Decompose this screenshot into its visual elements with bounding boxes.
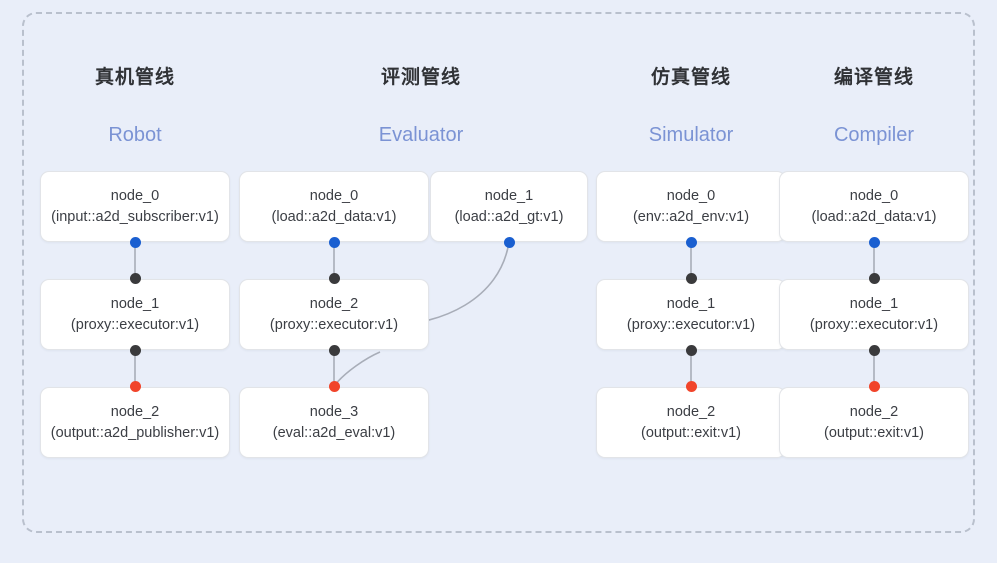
node-robot-0[interactable]: node_0 (input::a2d_subscriber:v1) xyxy=(40,171,230,242)
node-type: (load::a2d_gt:v1) xyxy=(454,208,564,225)
node-type: (output::exit:v1) xyxy=(824,424,924,441)
column-subtitle-evaluator: Evaluator xyxy=(378,124,464,146)
node-evaluator-1[interactable]: node_1 (load::a2d_gt:v1) xyxy=(430,171,588,242)
node-type: (proxy::executor:v1) xyxy=(809,316,939,333)
node-name: node_0 xyxy=(309,187,359,204)
port-input-simulator-node2[interactable] xyxy=(685,380,697,392)
node-type: (proxy::executor:v1) xyxy=(70,316,200,333)
pipeline-column-evaluator: 评测管线 Evaluator xyxy=(326,0,516,563)
node-robot-1[interactable]: node_1 (proxy::executor:v1) xyxy=(40,279,230,350)
node-name: node_2 xyxy=(309,295,359,312)
node-type: (proxy::executor:v1) xyxy=(626,316,756,333)
node-compiler-1[interactable]: node_1 (proxy::executor:v1) xyxy=(779,279,969,350)
port-output-robot-node1[interactable] xyxy=(129,344,141,356)
port-input-evaluator-node3[interactable] xyxy=(328,380,340,392)
port-input-simulator-node1[interactable] xyxy=(685,272,697,284)
node-name: node_1 xyxy=(110,295,160,312)
node-type: (env::a2d_env:v1) xyxy=(632,208,750,225)
port-output-evaluator-node0[interactable] xyxy=(328,236,340,248)
pipeline-column-compiler: 编译管线 Compiler xyxy=(779,0,969,563)
column-subtitle-robot: Robot xyxy=(108,124,162,146)
node-type: (load::a2d_data:v1) xyxy=(811,208,937,225)
node-robot-2[interactable]: node_2 (output::a2d_publisher:v1) xyxy=(40,387,230,458)
column-subtitle-compiler: Compiler xyxy=(833,124,915,146)
port-input-robot-node1[interactable] xyxy=(129,272,141,284)
dashed-container xyxy=(22,12,975,533)
port-output-simulator-node1[interactable] xyxy=(685,344,697,356)
pipeline-column-robot: 真机管线 Robot xyxy=(40,0,230,563)
port-output-simulator-node0[interactable] xyxy=(685,236,697,248)
port-input-compiler-node2[interactable] xyxy=(868,380,880,392)
node-name: node_0 xyxy=(849,187,899,204)
node-name: node_1 xyxy=(666,295,716,312)
node-type: (load::a2d_data:v1) xyxy=(271,208,397,225)
column-title-compiler: 编译管线 xyxy=(833,67,914,88)
port-output-robot-node0[interactable] xyxy=(129,236,141,248)
port-input-evaluator-node2[interactable] xyxy=(328,272,340,284)
node-compiler-0[interactable]: node_0 (load::a2d_data:v1) xyxy=(779,171,969,242)
node-simulator-1[interactable]: node_1 (proxy::executor:v1) xyxy=(596,279,786,350)
port-input-compiler-node1[interactable] xyxy=(868,272,880,284)
node-compiler-2[interactable]: node_2 (output::exit:v1) xyxy=(779,387,969,458)
node-evaluator-0[interactable]: node_0 (load::a2d_data:v1) xyxy=(239,171,429,242)
node-type: (input::a2d_subscriber:v1) xyxy=(51,208,219,225)
node-name: node_2 xyxy=(110,403,160,420)
port-output-evaluator-node2[interactable] xyxy=(328,344,340,356)
node-name: node_3 xyxy=(309,403,359,420)
node-name: node_2 xyxy=(849,403,899,420)
node-type: (output::a2d_publisher:v1) xyxy=(50,424,220,441)
node-name: node_0 xyxy=(110,187,160,204)
node-simulator-0[interactable]: node_0 (env::a2d_env:v1) xyxy=(596,171,786,242)
pipeline-column-simulator: 仿真管线 Simulator xyxy=(596,0,786,563)
column-title-simulator: 仿真管线 xyxy=(650,67,731,88)
port-output-compiler-node1[interactable] xyxy=(868,344,880,356)
node-type: (proxy::executor:v1) xyxy=(269,316,399,333)
node-name: node_1 xyxy=(484,187,534,204)
port-output-compiler-node0[interactable] xyxy=(868,236,880,248)
port-output-evaluator-node1[interactable] xyxy=(503,236,515,248)
column-title-robot: 真机管线 xyxy=(94,67,175,88)
node-name: node_1 xyxy=(849,295,899,312)
node-simulator-2[interactable]: node_2 (output::exit:v1) xyxy=(596,387,786,458)
column-title-evaluator: 评测管线 xyxy=(380,67,461,88)
column-subtitle-simulator: Simulator xyxy=(648,124,734,146)
node-evaluator-3[interactable]: node_3 (eval::a2d_eval:v1) xyxy=(239,387,429,458)
node-type: (output::exit:v1) xyxy=(641,424,741,441)
node-name: node_2 xyxy=(666,403,716,420)
node-type: (eval::a2d_eval:v1) xyxy=(272,424,396,441)
node-name: node_0 xyxy=(666,187,716,204)
node-evaluator-2[interactable]: node_2 (proxy::executor:v1) xyxy=(239,279,429,350)
port-input-robot-node2[interactable] xyxy=(129,380,141,392)
